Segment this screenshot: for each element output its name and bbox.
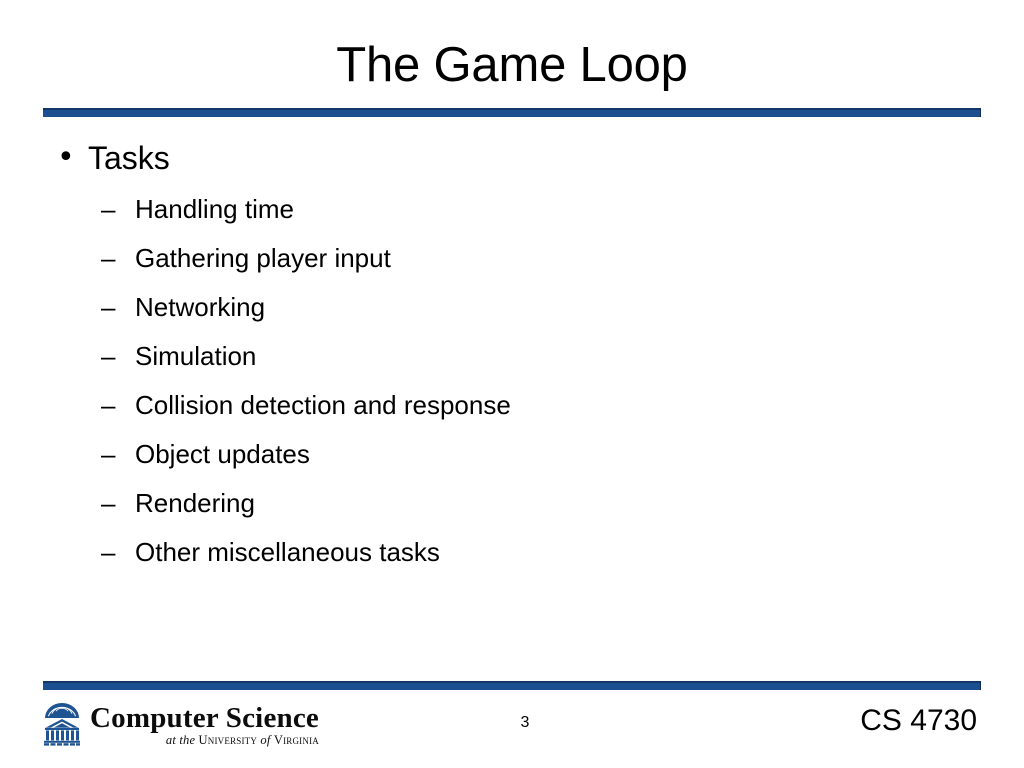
list-item-level2: – Object updates (0, 432, 1024, 481)
list-item-label: Networking (135, 292, 266, 322)
dash-bullet-icon: – (101, 292, 116, 322)
list-item-level2: – Handling time (0, 187, 1024, 236)
logo-wordmark: Computer Science at the University of Vi… (90, 702, 319, 747)
logo-sub-state: Virginia (273, 732, 319, 747)
dash-bullet-icon: – (101, 439, 116, 469)
list-item-label: Handling time (135, 194, 294, 224)
dash-bullet-icon: – (101, 537, 116, 567)
page-number: 3 (520, 714, 530, 731)
course-code: CS 4730 (860, 704, 977, 737)
logo-sub-text: at the University of Virginia (90, 734, 319, 747)
uva-rotunda-icon (44, 703, 80, 746)
uva-cs-logo: Computer Science at the University of Vi… (41, 701, 319, 747)
title-divider-rule (43, 108, 981, 117)
logo-sub-prefix: at the (165, 732, 199, 747)
content-body: • Tasks – Handling time – Gathering play… (0, 134, 1024, 579)
logo-sub-of: of (257, 732, 274, 747)
dash-bullet-icon: – (101, 194, 116, 224)
list-item-label: Simulation (135, 341, 257, 371)
list-item-label: Other miscellaneous tasks (135, 537, 440, 567)
list-item-label: Object updates (135, 439, 310, 469)
logo-sub-university: University (198, 732, 258, 747)
page-title: The Game Loop (336, 38, 688, 92)
footer-divider-rule (43, 681, 981, 690)
list-item-level2: – Gathering player input (0, 236, 1024, 285)
dash-bullet-icon: – (101, 390, 116, 420)
list-item-label: Collision detection and response (135, 390, 511, 420)
list-item-level2: – Collision detection and response (0, 383, 1024, 432)
list-item-label: Tasks (88, 140, 170, 176)
list-item-level1: • Tasks (0, 134, 1024, 187)
dash-bullet-icon: – (101, 243, 116, 273)
logo-main-text: Computer Science (90, 701, 319, 734)
list-item-label: Rendering (135, 488, 255, 518)
dash-bullet-icon: – (101, 341, 116, 371)
list-item-label: Gathering player input (135, 243, 391, 273)
bullet-dot-icon: • (57, 140, 75, 175)
list-item-level2: – Networking (0, 285, 1024, 334)
list-item-level2: – Rendering (0, 481, 1024, 530)
list-item-level2: – Simulation (0, 334, 1024, 383)
dash-bullet-icon: – (101, 488, 116, 518)
list-item-level2: – Other miscellaneous tasks (0, 530, 1024, 579)
